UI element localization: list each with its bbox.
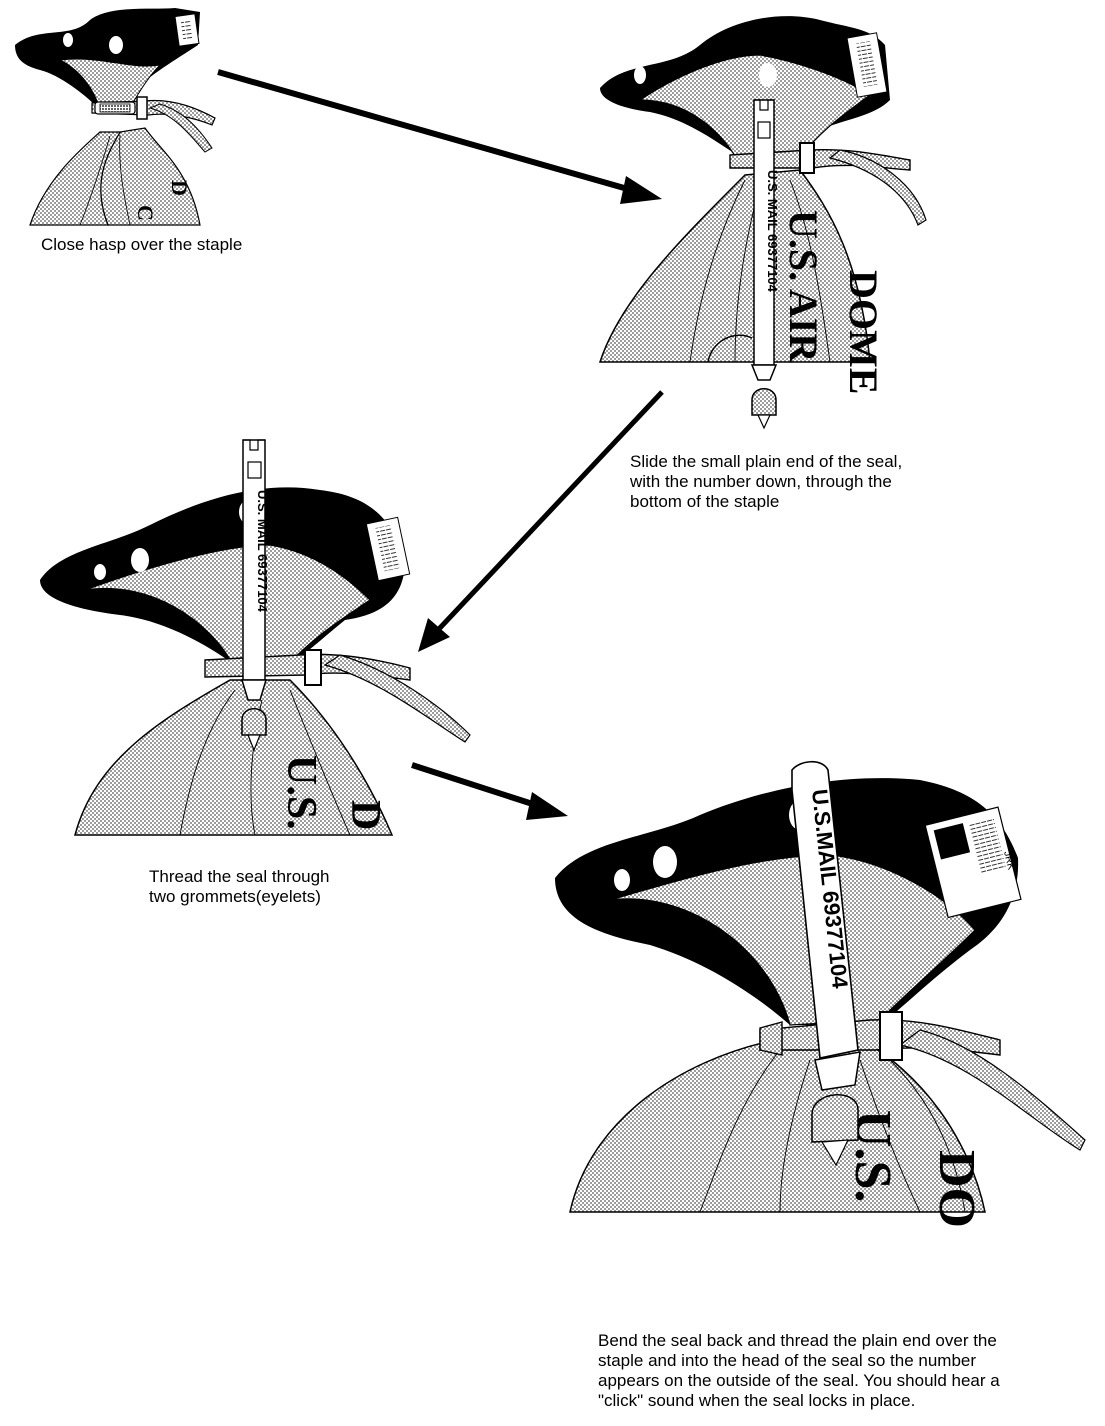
step3-illustration: U.S. D U.S. MAIL 69377104 bbox=[40, 440, 470, 835]
step4-illustration: U.S. DO JRK U.S.MAIL 69377104 bbox=[555, 762, 1085, 1228]
arrow-step1-to-step2 bbox=[218, 72, 662, 204]
step4-caption-line: staple and into the head of the seal so … bbox=[598, 1351, 1000, 1371]
step4-bag-body bbox=[570, 1040, 985, 1212]
step4-caption: Bend the seal back and thread the plain … bbox=[598, 1331, 1000, 1411]
step3-caption-line: two grommets(eyelets) bbox=[149, 887, 330, 907]
step3-caption-line: Thread the seal through bbox=[149, 867, 330, 887]
step4-caption-line: Bend the seal back and thread the plain … bbox=[598, 1331, 1000, 1351]
step1-caption: Close hasp over the staple bbox=[41, 235, 242, 255]
step2-bag-imprint-2: DOME bbox=[841, 270, 886, 394]
step2-bag-imprint-1: U.S. AIR bbox=[781, 210, 826, 363]
step4-bag-imprint-2: DO bbox=[928, 1150, 985, 1228]
step3-caption: Thread the seal through two grommets(eye… bbox=[149, 867, 330, 907]
arrow-step2-to-step3 bbox=[418, 392, 662, 652]
step2-caption-line: bottom of the staple bbox=[630, 492, 902, 512]
step4-caption-line: "click" sound when the seal locks in pla… bbox=[598, 1391, 1000, 1411]
step1-illustration: C D bbox=[15, 8, 215, 225]
step3-bag-imprint-1: U.S. bbox=[278, 755, 324, 830]
step3-seal-number: U.S. MAIL 69377104 bbox=[255, 490, 270, 613]
step1-bag-imprint-1: C bbox=[133, 205, 158, 221]
step2-illustration: U.S. AIR DOME U.S. MAIL 69377104 bbox=[600, 16, 926, 428]
step4-caption-line: appears on the outside of the seal. You … bbox=[598, 1371, 1000, 1391]
step1-bag-imprint-2: D bbox=[167, 180, 192, 196]
step1-caption-line: Close hasp over the staple bbox=[41, 235, 242, 255]
step2-caption-line: with the number down, through the bbox=[630, 472, 902, 492]
step3-bag-imprint-2: D bbox=[342, 800, 388, 830]
step2-seal-number: U.S. MAIL 69377104 bbox=[765, 170, 780, 293]
step2-caption-line: Slide the small plain end of the seal, bbox=[630, 452, 902, 472]
step2-caption: Slide the small plain end of the seal, w… bbox=[630, 452, 902, 512]
arrow-step3-to-step4 bbox=[412, 765, 568, 820]
